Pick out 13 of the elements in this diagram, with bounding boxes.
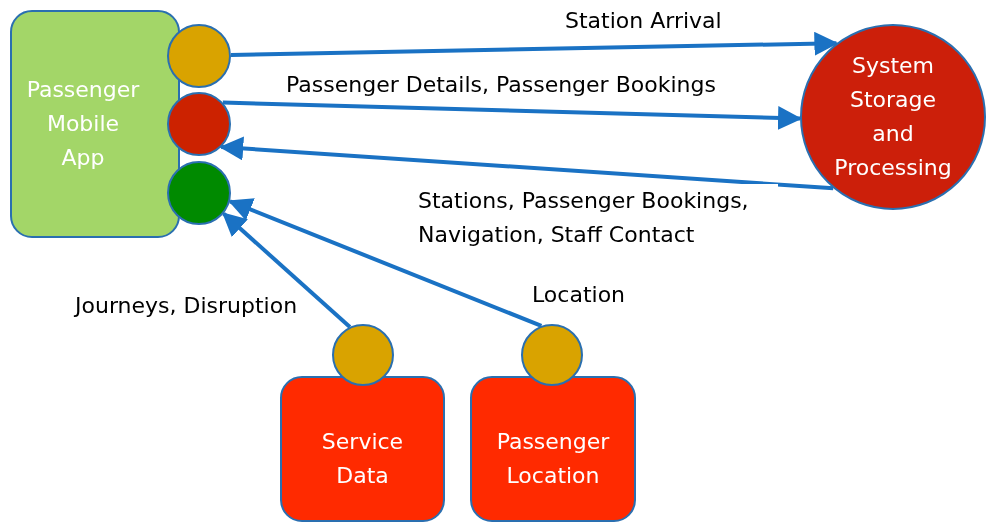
node-label: Service Data	[321, 428, 404, 490]
data-box	[280, 376, 445, 522]
node-label: Passenger Mobile App	[26, 76, 140, 172]
port-circle	[167, 161, 231, 225]
data-box	[470, 376, 636, 522]
arrow	[230, 31, 839, 57]
app-box	[10, 10, 180, 238]
node-label: Passenger Location	[495, 428, 611, 490]
arrow	[219, 136, 834, 191]
arrow	[222, 212, 352, 329]
node-label: System Storage and Processing	[834, 52, 952, 182]
arrow	[222, 100, 802, 130]
arrow	[228, 198, 543, 328]
